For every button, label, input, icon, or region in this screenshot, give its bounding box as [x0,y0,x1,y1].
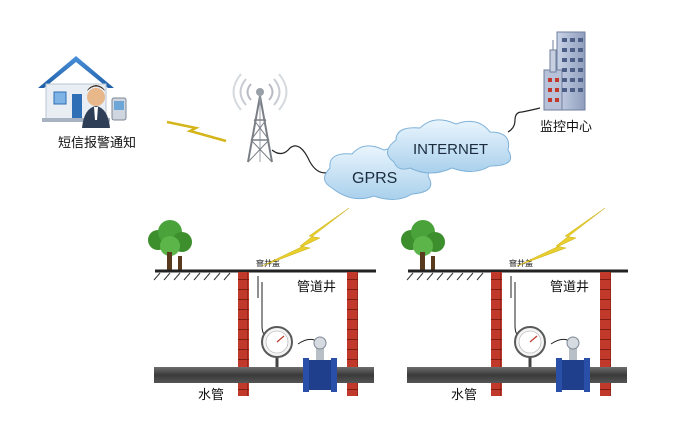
well-left: 窨井盖 管道井 水管 [148,207,376,403]
internet-label: INTERNET [413,141,488,158]
building-icon [543,31,586,111]
well-wall-right [347,272,358,396]
gprs-label: GPRS [352,170,397,187]
well-wall-left [238,272,249,396]
lightning-icon [261,207,350,267]
internet-cloud: INTERNET [387,119,512,174]
pressure-gauge-icon [514,326,546,367]
well-right: 窨井盖 管道井 水管 [401,207,628,403]
person-icon [82,85,110,128]
well-wall-left [491,272,502,396]
pressure-gauge-icon [261,326,293,367]
water-pipe-label: 水管 [451,388,477,403]
radio-tower-icon [232,73,331,174]
internet-link-wire [507,107,541,133]
flowmeter-icon [556,336,590,392]
pipe-well-label: 管道井 [550,280,589,295]
tree-icon [401,220,445,270]
water-pipe [154,367,374,383]
well-wall-right [600,272,611,396]
flowmeter-icon [303,336,337,392]
lightning-icon [516,207,606,267]
water-pipe [407,367,627,383]
monitor-center-label: 监控中心 [540,120,592,135]
tree-icon [148,220,192,270]
phone-icon [111,97,127,121]
pipe-well-label: 管道井 [297,280,336,295]
water-pipe-label: 水管 [198,388,224,403]
wireless-link-house [166,120,227,143]
manhole-cover-label: 窨井盖 [509,258,533,268]
sms-alarm-label: 短信报警通知 [58,135,136,151]
